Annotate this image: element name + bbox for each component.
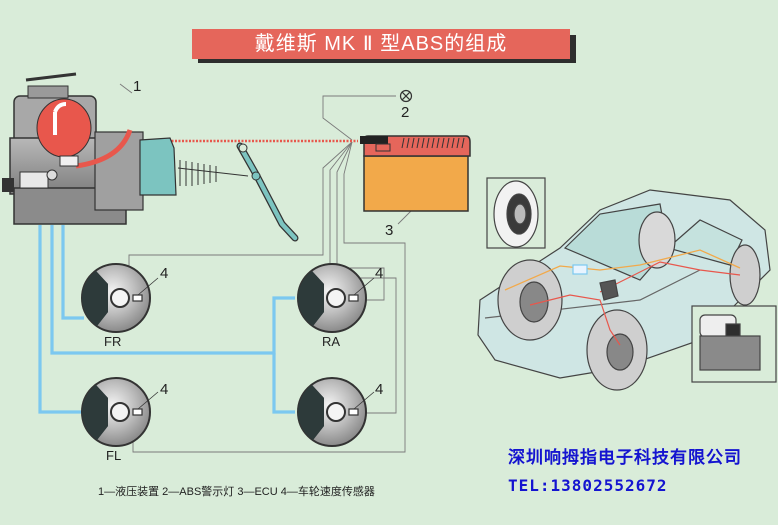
- wheel-label-fl: FL: [106, 448, 122, 463]
- wire-fl: [132, 141, 406, 453]
- brake-line-fl: [38, 225, 84, 414]
- company-tel: TEL:13802552672: [508, 476, 668, 495]
- wheel-label-ra: RA: [322, 334, 341, 349]
- wheel-sensor-fr: [81, 263, 159, 333]
- callout-1: 1: [133, 78, 142, 95]
- wheel-label-fr: FR: [104, 334, 122, 349]
- lamp-cross-icon: [399, 89, 413, 103]
- company-name: 深圳响拇指电子科技有限公司: [508, 448, 742, 468]
- ecu-box: [360, 135, 471, 212]
- wire-lamp: [322, 95, 396, 141]
- title-banner: 戴维斯 MK Ⅱ 型ABS的组成: [192, 29, 578, 63]
- brake-line-rr: [272, 353, 295, 414]
- brake-line-fr: [61, 225, 84, 320]
- callout-4-ra: 4: [375, 265, 384, 282]
- hydraulic-unit: [2, 72, 299, 242]
- wheel-sensor-rr: [297, 377, 375, 447]
- diagram-title: 戴维斯 MK Ⅱ 型ABS的组成: [192, 29, 570, 59]
- callout-4-rr: 4: [375, 381, 384, 398]
- wire-ra: [329, 141, 385, 301]
- callout-3: 3: [385, 222, 394, 239]
- callout-4-fl: 4: [160, 381, 169, 398]
- callout-4-fr: 4: [160, 265, 169, 282]
- callout-2: 2: [401, 104, 410, 121]
- wheel-sensor-ra: [297, 263, 375, 333]
- wheel-sensor-fl: [81, 377, 159, 447]
- brake-lines: [38, 225, 295, 414]
- car-illustration: [477, 177, 777, 391]
- legend-caption: 1—液压装置 2—ABS警示灯 3—ECU 4—车轮速度传感器: [98, 486, 375, 498]
- leader-1: [119, 83, 133, 94]
- wire-rr: [336, 141, 397, 414]
